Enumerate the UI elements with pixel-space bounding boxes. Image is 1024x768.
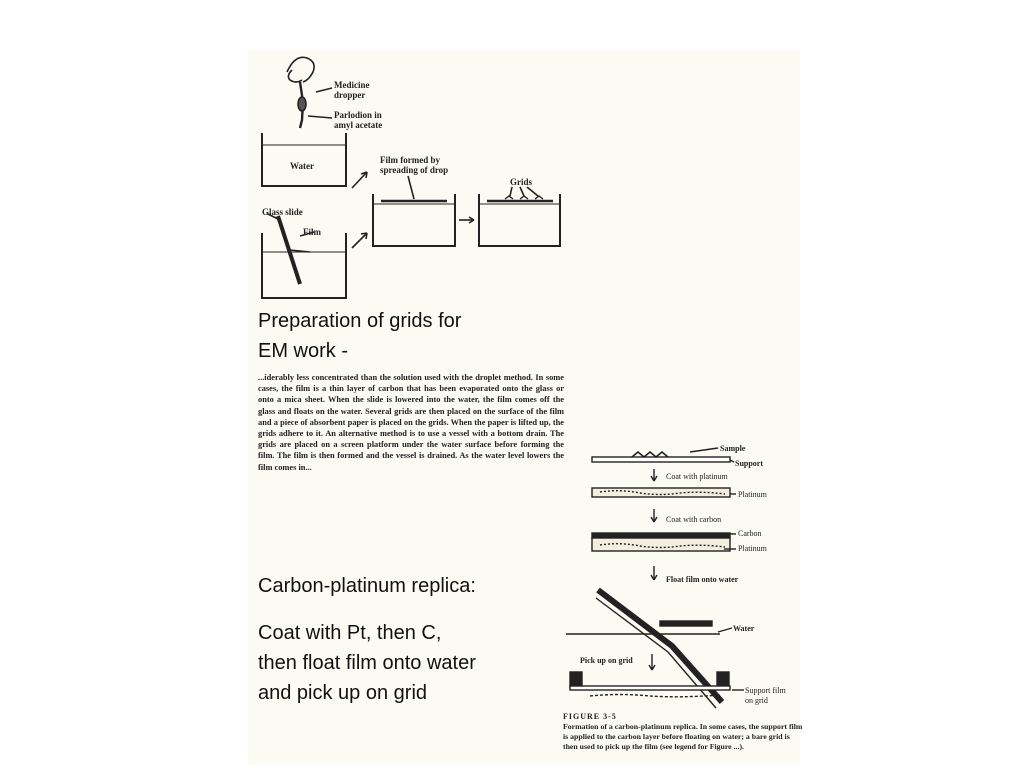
label-platinum: Platinum: [738, 490, 767, 499]
label-film: Film: [303, 227, 321, 237]
label-glass-slide: Glass slide: [262, 207, 303, 217]
label-water: Water: [290, 161, 314, 171]
label-platinum-2: Platinum: [738, 544, 767, 553]
label-coat-carbon: Coat with carbon: [666, 515, 722, 524]
figure-caption: Formation of a carbon-platinum replica. …: [563, 722, 803, 751]
label-water-right: Water: [733, 624, 755, 633]
label-float-film: Float film onto water: [666, 575, 739, 584]
label-carbon: Carbon: [738, 529, 762, 538]
label-sample: Sample: [720, 444, 746, 453]
caption-grid-preparation: Preparation of grids for EM work -: [258, 310, 462, 362]
label-support-film-grid: Support film on grid: [745, 686, 786, 705]
figure-number: FIGURE 3-5: [563, 712, 617, 721]
label-medicine-dropper: Medicine dropper: [334, 80, 370, 100]
caption-replica-body: Coat with Pt, then C, then float film on…: [258, 622, 476, 704]
scanned-paragraph: ...iderably less concentrated than the s…: [258, 373, 564, 472]
label-film-formed: Film formed by spreading of drop: [380, 155, 449, 175]
caption-replica-title: Carbon-platinum replica:: [258, 575, 476, 597]
label-grids: Grids: [510, 177, 533, 187]
label-support: Support: [735, 459, 764, 468]
label-coat-platinum: Coat with platinum: [666, 472, 728, 481]
label-parlodion: Parlodion in amyl acetate: [334, 110, 383, 130]
scanned-page: [248, 50, 800, 765]
label-pick-up: Pick up on grid: [580, 656, 633, 665]
